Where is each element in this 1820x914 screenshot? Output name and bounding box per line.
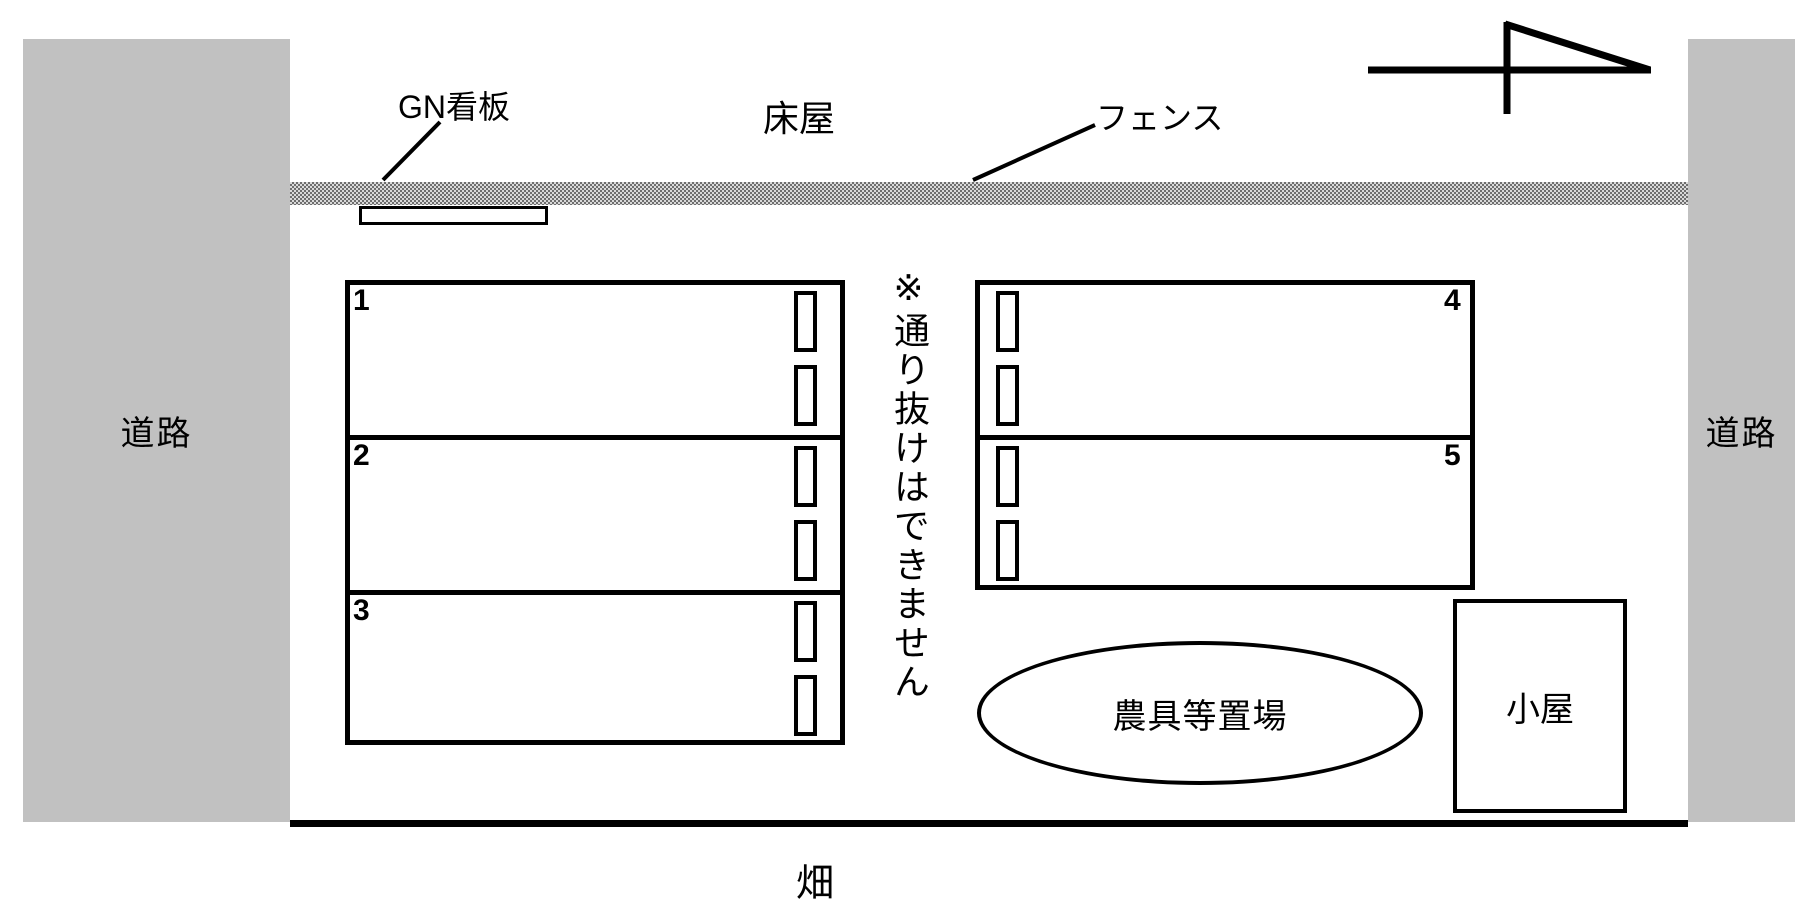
stall-marker (996, 365, 1019, 426)
stall-marker (794, 365, 817, 426)
gn-sign-leader-line (381, 120, 442, 182)
fence-label: フェンス (1096, 100, 1224, 136)
road-left: 道路 (23, 39, 290, 822)
stall-marker (794, 520, 817, 581)
stall-marker (996, 291, 1019, 352)
barber-shop-label: 床屋 (763, 98, 836, 139)
road-right-label: 道路 (1705, 415, 1778, 453)
stall-marker (996, 446, 1019, 507)
row-divider (980, 435, 1470, 440)
gn-signboard-rect (359, 206, 548, 225)
road-left-label: 道路 (120, 415, 193, 453)
field-label: 畑 (796, 863, 835, 905)
fence-leader-line (972, 123, 1096, 182)
stall-number-3: 3 (353, 594, 370, 627)
stall-marker (794, 675, 817, 736)
stall-marker (794, 291, 817, 352)
tool-storage-ellipse: 農具等置場 (977, 641, 1423, 785)
tool-storage-label: 農具等置場 (1112, 697, 1288, 736)
stall-marker (794, 601, 817, 662)
field-boundary-line (290, 820, 1688, 827)
gn-sign-label: GN看板 (398, 89, 511, 125)
stall-marker (794, 446, 817, 507)
stall-number-2: 2 (353, 439, 370, 472)
row-divider (350, 590, 840, 595)
stall-number-5: 5 (1444, 439, 1461, 472)
stall-number-1: 1 (353, 284, 370, 317)
stall-number-4: 4 (1444, 284, 1461, 317)
parking-group-left (345, 280, 845, 745)
fence-bar (290, 182, 1688, 205)
hut-label: 小屋 (1506, 690, 1574, 729)
hut-box: 小屋 (1453, 599, 1627, 813)
road-right: 道路 (1688, 39, 1795, 822)
row-divider (350, 435, 840, 440)
parking-group-right (975, 280, 1475, 590)
stall-marker (996, 520, 1019, 581)
no-through-passage-note: ※通り抜けはできません (889, 268, 930, 702)
flag-icon (1368, 20, 1652, 114)
